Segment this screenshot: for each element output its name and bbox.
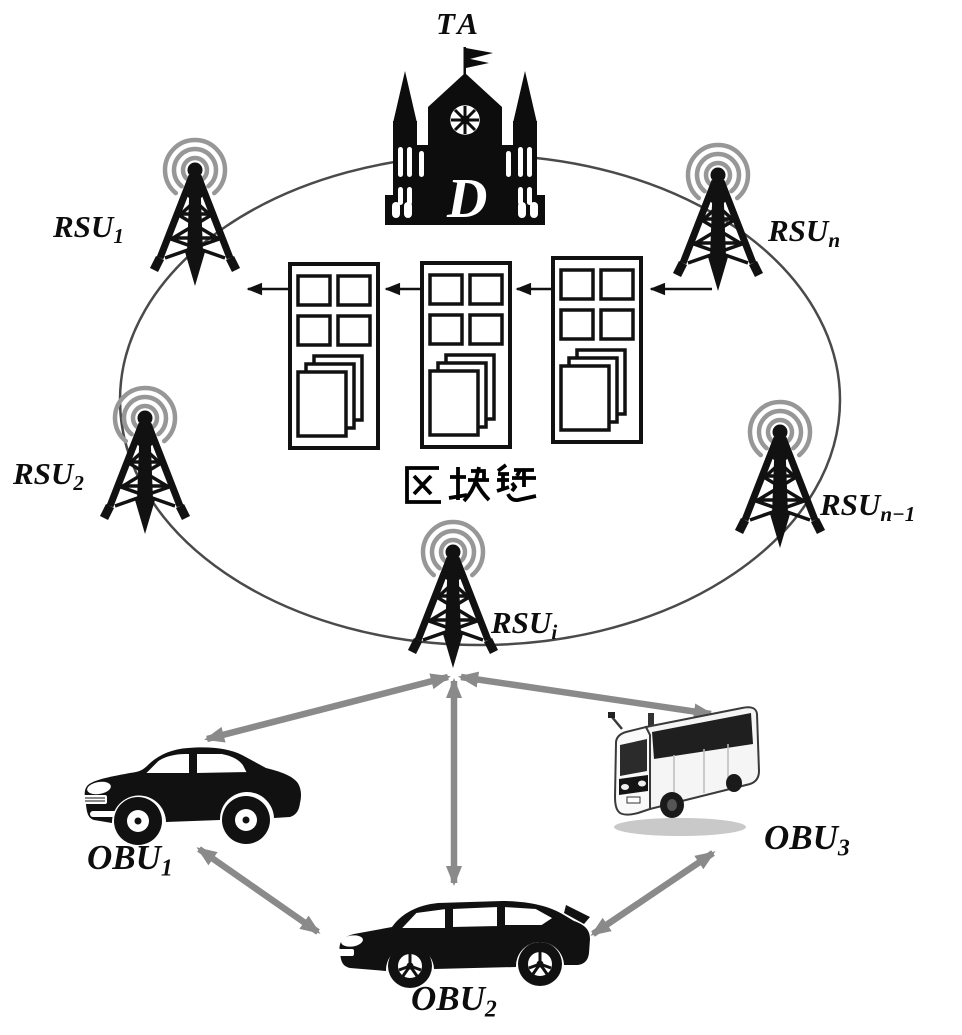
obu-3-bus-icon (608, 706, 761, 836)
rsu-i-label: RSUi (491, 605, 558, 644)
headlight (341, 935, 363, 947)
blockchain-label-glyphs (405, 463, 537, 504)
blockchain-block-2 (420, 261, 512, 449)
wheel (518, 942, 562, 986)
flag-icon (466, 48, 493, 60)
rsu-n-tower-icon (677, 145, 759, 291)
glyph-lian (496, 463, 537, 503)
blockchain-block-3 (551, 256, 643, 444)
obu-1-car-icon (83, 747, 301, 845)
obu-3-label: OBU3 (764, 818, 850, 862)
rsu-n-label: RSUn (768, 213, 841, 252)
wheel (114, 797, 162, 845)
block-tx-squares (296, 274, 372, 347)
rose-window-icon (447, 102, 483, 138)
block-tx-squares (428, 273, 504, 346)
block-doc-stack (428, 353, 496, 437)
bus-shadow (614, 818, 746, 836)
blockchain-blocks (288, 256, 643, 450)
v2i-arrow-rsui-obu3 (458, 671, 714, 720)
ta-label: TA (436, 8, 482, 39)
communication-arrows (196, 671, 716, 937)
block-doc-stack (559, 348, 627, 432)
obu-1-label: OBU1 (87, 838, 173, 882)
v2v-arrow-obu1-obu2 (196, 846, 321, 935)
obu-2-label: OBU2 (411, 979, 497, 1023)
blockchain-block-1 (288, 262, 380, 450)
obu-2-car-icon (338, 901, 590, 988)
rsu-n-1-tower-icon (739, 402, 821, 548)
wheel (388, 944, 432, 988)
windshield (620, 739, 647, 776)
headlight (87, 781, 111, 795)
glyph-kuai (448, 466, 491, 503)
ta-building-icon: D (385, 47, 545, 230)
block-doc-stack (296, 354, 364, 438)
blockchain-label: 区块链 (402, 461, 537, 519)
wheel (222, 796, 270, 844)
building-windows (392, 147, 538, 218)
rsu-1-tower-icon (154, 140, 236, 286)
headlight (621, 784, 629, 790)
mirror-arm (611, 716, 623, 730)
glyph-qu (405, 466, 441, 504)
license-plate (626, 796, 641, 804)
rsu-2-label: RSU2 (13, 456, 84, 495)
bus-rear-wheel (726, 774, 742, 792)
ta-label-text: TA (436, 6, 482, 41)
v2v-arrow-obu2-obu3 (590, 850, 716, 937)
rsu-2-tower-icon (104, 388, 186, 534)
rsu-n-1-label: RSUn−1 (820, 487, 916, 526)
rsu-1-label: RSU1 (53, 209, 124, 248)
ta-building-letter: D (446, 168, 487, 230)
block-tx-squares (559, 268, 635, 341)
headlight (638, 780, 646, 787)
v2i-arrow-rsui-obu1 (204, 673, 451, 743)
spoiler (564, 905, 590, 924)
